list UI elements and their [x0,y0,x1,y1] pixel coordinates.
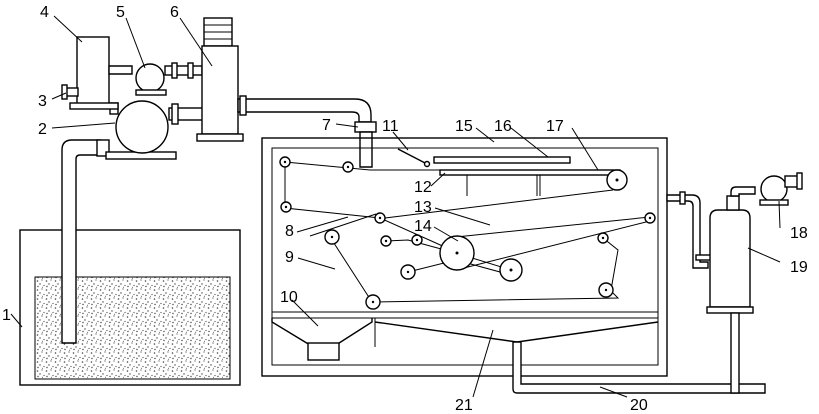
sludge-tank [19,229,241,386]
label-15: 15 [455,118,473,135]
label-14: 14 [414,218,432,235]
drain-hopper [374,321,659,343]
machine-frame [261,137,668,377]
callout-labels: 1 2 3 4 5 6 7 8 9 10 11 12 13 14 15 16 1… [2,4,808,414]
label-17: 17 [546,118,564,135]
label-6: 6 [170,4,179,21]
label-2: 2 [38,121,47,138]
label-4: 4 [40,4,49,21]
label-5: 5 [116,4,125,21]
label-11: 11 [382,118,399,135]
label-16: 16 [494,118,512,135]
label-7: 7 [322,117,331,134]
distributor [354,121,377,133]
feed-pipe [237,98,372,123]
label-21: 21 [455,397,473,414]
label-10: 10 [280,289,298,306]
sludge-pump [96,100,205,160]
mixing-reactor [196,17,244,142]
drain-pipe [512,341,766,394]
label-19: 19 [790,259,808,276]
water-filter-tank [706,195,754,394]
label-9: 9 [285,249,294,266]
filtrate-hopper [271,318,373,346]
wash-water-pipe [666,194,709,269]
label-8: 8 [285,223,294,240]
roller-centers [283,160,652,304]
dosing-pump [108,62,203,96]
discharge-box [307,342,340,361]
label-13: 13 [414,199,432,216]
label-1: 1 [2,307,11,324]
leader-lines [10,15,781,398]
wash-water-pump [730,172,803,206]
label-18: 18 [790,225,808,242]
dosing-tank [61,36,119,110]
label-20: 20 [630,397,648,414]
label-12: 12 [414,179,432,196]
label-3: 3 [38,93,47,110]
